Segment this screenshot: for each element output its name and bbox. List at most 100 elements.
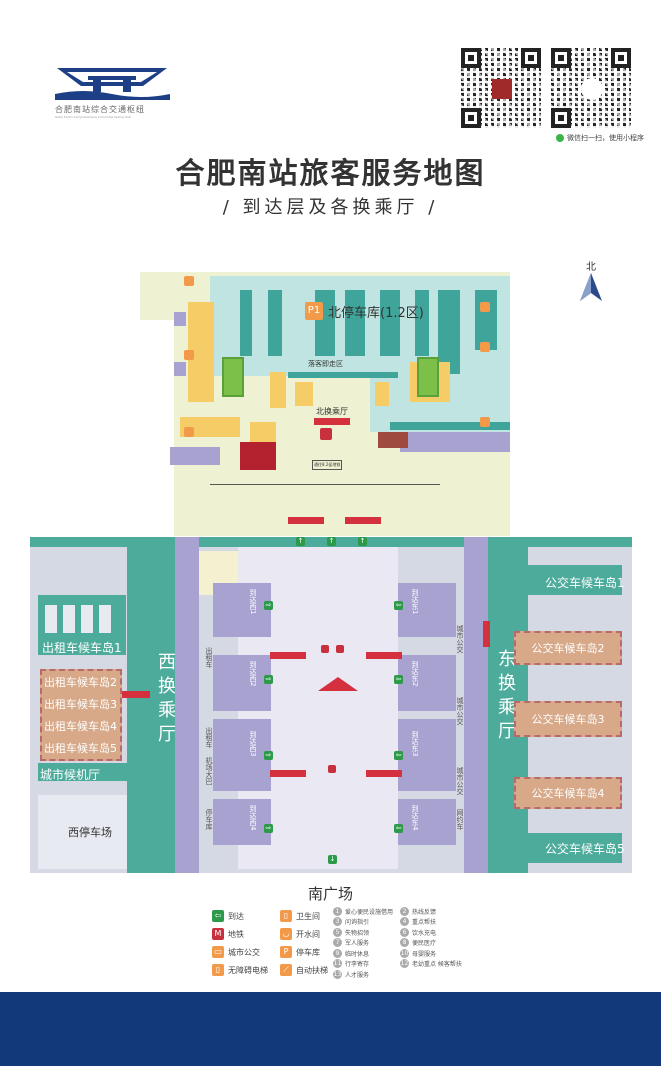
side-label-bus: 城市公交	[456, 625, 464, 653]
exit-east-1: 到达东1	[411, 589, 419, 615]
legend-label: 停车库	[296, 947, 320, 957]
exit-west-3: 到达西3	[249, 731, 257, 757]
exit-east-4: 到达东4	[411, 805, 419, 831]
service-label: 老幼重点 候客帮扶	[412, 961, 462, 969]
water-icon: ◡	[280, 928, 292, 940]
bus-island-4: 公交车候车岛4	[514, 777, 622, 809]
service-desk	[345, 517, 381, 524]
compass: 北	[578, 258, 604, 302]
arrival-exit-icon[interactable]: ⇦	[394, 751, 403, 760]
legend-arrival: ⇦到达	[212, 910, 244, 922]
qr-caption: 微信扫一扫，使用小程序	[556, 133, 644, 143]
metro-icon: M	[212, 928, 224, 940]
parking-icon: P1	[305, 302, 323, 320]
service-number: 2	[400, 906, 409, 916]
arrival-exit-icon[interactable]: ⇨	[264, 751, 273, 760]
taxi-island-4: 出租车候车岛4	[44, 720, 117, 733]
bus-island-1: 公交车候车岛1	[545, 576, 625, 590]
logo-subtitle: Hefei South Comprehensive Commuteroading…	[55, 115, 131, 119]
arrival-exit-icon[interactable]: ⇨	[264, 675, 273, 684]
legend-label: 自动扶梯	[296, 965, 328, 975]
escalator-icon	[480, 342, 490, 352]
service-label: 热线反馈	[412, 908, 437, 916]
service-label: 临时休息	[345, 950, 370, 958]
south-plaza-label: 南广场	[307, 885, 353, 903]
exit-north-icon[interactable]: ↑	[296, 537, 305, 546]
escalator-icon	[184, 350, 194, 360]
bus-island-2: 公交车候车岛2	[514, 631, 622, 665]
footer-band	[0, 992, 661, 1066]
arrival-exit-icon[interactable]: ⇨	[264, 824, 273, 833]
service-number: 5	[333, 927, 342, 937]
escalator-icon	[480, 302, 490, 312]
service-number: 4	[400, 917, 409, 927]
legend-label: 城市公交	[228, 947, 260, 957]
side-label-airport-bus: 机场大巴	[205, 757, 213, 785]
exit-south-icon[interactable]: ↓	[328, 855, 337, 864]
qr-code-miniprogram[interactable]	[549, 46, 633, 130]
metro-icon	[328, 765, 336, 773]
service-desk	[270, 770, 306, 777]
service-number: 12	[400, 959, 409, 969]
pickup-zone-label: 落客即走区	[308, 360, 343, 368]
bus-icon: ▭	[212, 946, 224, 958]
escalator-icon: ⟋	[280, 964, 292, 976]
info-desk-triangle	[318, 677, 358, 691]
legend-elevator: ▯无障碍电梯	[212, 964, 268, 976]
arrival-exit-icon[interactable]: ⇦	[394, 601, 403, 610]
qr-code-wechat[interactable]	[459, 46, 543, 130]
city-air-terminal-label: 城市候机厅	[40, 768, 101, 782]
compass-label: 北	[586, 262, 596, 273]
bus-island-3: 公交车候车岛3	[514, 701, 622, 737]
arrival-level-map: 出租车候车岛1 出租车候车岛2 出租车候车岛3 出租车候车岛4 出租车候车岛5 …	[30, 537, 632, 873]
arrival-exit-icon[interactable]: ⇦	[394, 675, 403, 684]
service-desk	[122, 691, 150, 698]
legend-label: 卫生间	[296, 911, 320, 921]
logo-name: 合肥南站综合交通枢纽	[55, 105, 145, 114]
exit-north-icon[interactable]: ↑	[327, 537, 336, 546]
taxi-island-1: 出租车候车岛1	[42, 641, 122, 655]
legend-label: 开水间	[296, 929, 320, 939]
escalator-icon	[184, 427, 194, 437]
service-number: 8	[400, 938, 409, 948]
north-parking-label: 北停车库(1.2区)	[328, 306, 424, 321]
parking-icon: P	[280, 946, 292, 958]
west-hall-label: 西换乘厅	[155, 652, 176, 748]
service-label: 人才服务	[345, 971, 370, 979]
arrival-exit-icon[interactable]: ⇨	[264, 601, 273, 610]
legend-restroom: ▯卫生间	[280, 910, 320, 922]
service-label: 便民医疗	[412, 940, 437, 948]
metro-passage-label: 通往8.2促地铁	[312, 460, 343, 470]
bus-island-5: 公交车候车岛5	[545, 842, 625, 856]
service-number: 13	[333, 969, 342, 979]
arrival-exit-icon[interactable]: ⇦	[394, 824, 403, 833]
wechat-check-icon	[556, 134, 564, 142]
service-label: 重点帮扶	[412, 919, 437, 927]
legend-bus: ▭ 城市公交	[212, 946, 260, 958]
service-number: 11	[333, 959, 342, 969]
west-parking-label: 西停车场	[68, 826, 112, 839]
metro-icon	[336, 645, 344, 653]
escalator-icon	[184, 276, 194, 286]
exit-west-2: 到达西2	[249, 661, 257, 687]
bus-island-3-label: 公交车候车岛3	[531, 713, 605, 726]
service-number: 9	[333, 948, 342, 958]
page-subtitle: / 到达层及各换乘厅 /	[222, 197, 439, 218]
legend-escalator: ⟋ 自动扶梯	[280, 964, 328, 976]
exit-north-icon[interactable]: ↑	[358, 537, 367, 546]
service-desk	[366, 770, 402, 777]
service-desk	[483, 621, 490, 647]
taxi-island-3: 出租车候车岛3	[44, 698, 117, 711]
